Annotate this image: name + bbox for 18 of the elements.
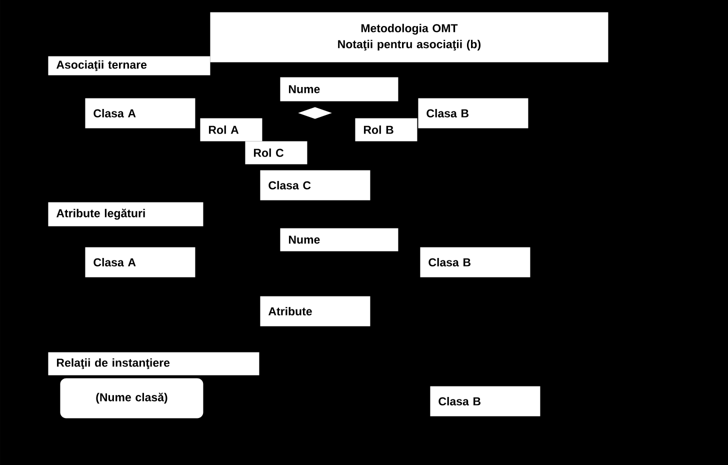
instance-box: (Nume clasă) [60, 378, 204, 418]
association-diamond [298, 107, 332, 119]
label-box: Nume [280, 228, 398, 252]
role-box: Rol A [200, 118, 262, 142]
title-box: Metodologia OMT Notaţii pentru asociaţii (b) [210, 12, 608, 62]
class-box: Clasa B [420, 247, 530, 278]
class-box: Clasa A [85, 247, 196, 278]
label-box: Nume [280, 77, 398, 102]
section-heading: Asociaţii ternare [48, 56, 210, 76]
section-heading: Atribute legături [48, 202, 204, 226]
class-box: Clasa A [85, 98, 196, 128]
class-box: Clasa C [260, 170, 370, 200]
class-box: Clasa B [418, 98, 528, 128]
section-heading: Relaţii de instanţiere [48, 352, 260, 376]
role-box: Rol B [355, 118, 418, 142]
role-box: Rol C [245, 141, 308, 164]
attribute-box: Atribute [260, 296, 370, 326]
class-box: Clasa B [430, 386, 540, 416]
